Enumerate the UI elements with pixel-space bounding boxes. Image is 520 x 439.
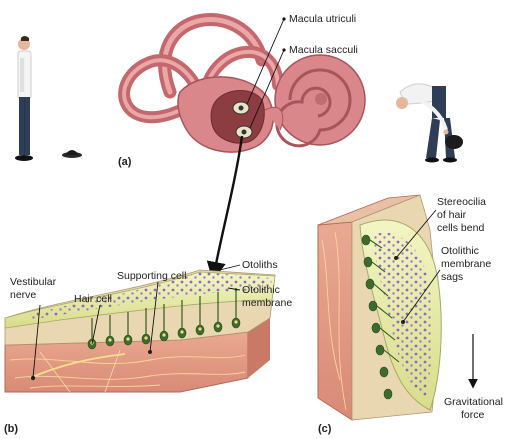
- macula-cross-section: [4, 269, 276, 393]
- hair-cell-label: Hair cell: [74, 293, 112, 305]
- supporting-cell-label: Supporting cell: [117, 270, 187, 282]
- otoliths-label: Otoliths: [242, 259, 278, 271]
- bending-man-figure: [396, 83, 457, 163]
- hat-on-ground: [62, 150, 82, 158]
- membrane-sags-label-line2: membrane: [441, 258, 492, 270]
- panel-b-label: (b): [4, 423, 19, 435]
- macula-sacculi-label: Macula sacculi: [289, 44, 358, 56]
- macula-utriculi-leader: [246, 18, 285, 105]
- standing-man-figure: [15, 36, 33, 161]
- otolithic-membrane-label-line1: Otolithic: [242, 284, 280, 296]
- membrane-sags-label-line3: sags: [441, 271, 464, 283]
- stereocilia-label-line1: Stereocilia: [437, 196, 487, 208]
- macula-utriculi-label: Macula utriculi: [289, 13, 357, 25]
- held-hat: [445, 135, 463, 149]
- stereocilia-label-line3: cells bend: [437, 222, 485, 234]
- tilted-macula-section: [317, 194, 442, 421]
- gravitational-force-label-line2: force: [461, 409, 485, 421]
- macula-sacculi-leader: [249, 49, 285, 129]
- stereocilia-label-line2: of hair: [437, 209, 467, 221]
- vestibular-nerve-label-line1: Vestibular: [10, 276, 57, 288]
- membrane-sags-label-line1: Otolithic: [441, 245, 479, 257]
- otolithic-membrane-label-line2: membrane: [242, 297, 293, 309]
- inner-ear-illustration: [118, 13, 366, 153]
- gravitational-force-label-line1: Gravitational: [444, 396, 503, 408]
- panel-a-label: (a): [118, 156, 132, 168]
- vestibular-nerve-label-line2: nerve: [10, 289, 37, 301]
- zoom-arrow: [206, 135, 244, 282]
- panel-c-label: (c): [318, 423, 332, 435]
